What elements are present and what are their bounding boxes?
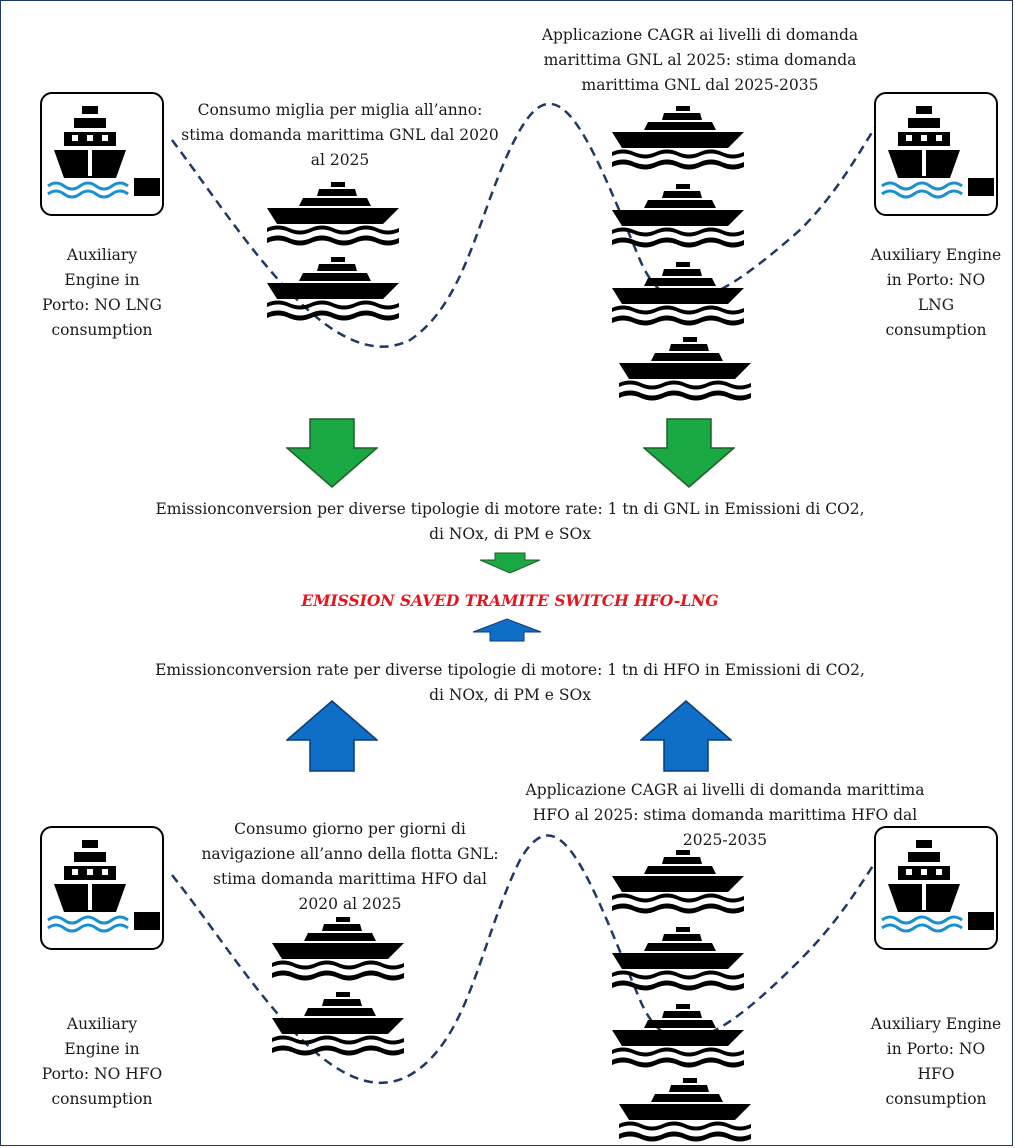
ship-icon — [619, 337, 751, 401]
bottom-right-caption: Applicazione CAGR ai livelli di domanda … — [525, 781, 925, 849]
ship-icon — [267, 182, 399, 246]
green-down-arrow — [286, 418, 378, 488]
ship-icon — [619, 1078, 751, 1142]
emission-saved-title: EMISSION SAVED TRAMITE SWITCH HFO-LNG — [301, 591, 719, 610]
ship-icon — [612, 850, 744, 914]
small-blue-up-arrow — [472, 618, 542, 642]
ship-icon — [612, 1004, 744, 1068]
port-box-top-right — [874, 92, 998, 216]
port-box-bottom-left — [40, 826, 164, 950]
port-label-top-left: Auxiliary Engine in Porto: NO LNG consum… — [42, 246, 162, 339]
port-label-bottom-right: Auxiliary Engine in Porto: NO HFO consum… — [870, 1015, 1002, 1108]
blue-up-arrow — [286, 700, 378, 772]
port-ship-icon — [881, 106, 994, 199]
small-green-down-arrow — [479, 552, 541, 574]
lng-conversion-text: Emissionconversion per diverse tipologie… — [155, 500, 865, 543]
port-box-bottom-right — [874, 826, 998, 950]
ship-icon — [612, 262, 744, 326]
hfo-conversion-text: Emissionconversion rate per diverse tipo… — [155, 661, 865, 704]
ship-icon — [272, 917, 404, 981]
blue-up-arrow — [640, 700, 732, 772]
port-box-top-left — [40, 92, 164, 216]
port-ship-icon — [881, 840, 994, 933]
ship-icon — [267, 257, 399, 321]
port-label-bottom-left: Auxiliary Engine in Porto: NO HFO consum… — [41, 1015, 163, 1108]
bottom-left-caption: Consumo giorno per giorni di navigazione… — [201, 820, 499, 913]
ship-icon — [612, 927, 744, 991]
green-down-arrow — [643, 418, 735, 488]
top-left-caption: Consumo miglia per miglia all’anno: stim… — [181, 101, 499, 169]
port-label-top-right: Auxiliary Engine in Porto: NO LNG consum… — [870, 246, 1002, 339]
ship-icon — [272, 992, 404, 1056]
ship-icon — [612, 106, 744, 170]
top-right-caption: Applicazione CAGR ai livelli di domanda … — [541, 26, 859, 94]
port-ship-icon — [47, 840, 160, 933]
ship-icon — [612, 184, 744, 248]
port-ship-icon — [47, 106, 160, 199]
